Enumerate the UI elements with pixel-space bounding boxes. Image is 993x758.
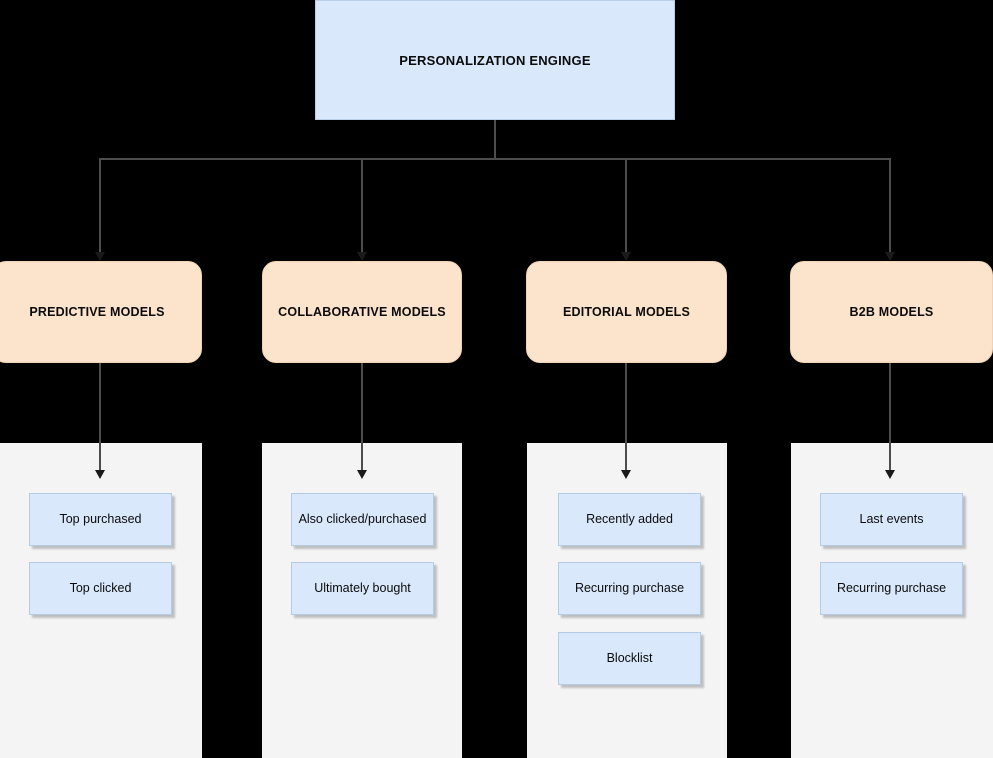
- item-box[interactable]: Top clicked: [29, 562, 172, 615]
- category-node-b2b-models[interactable]: B2B MODELS: [790, 261, 993, 363]
- arrowhead-category-3: [621, 252, 631, 261]
- arrowhead-panel-1: [95, 470, 105, 479]
- connector-category-1-to-items: [99, 363, 101, 473]
- connector-panel-1-arrow: [99, 443, 101, 473]
- arrowhead-panel-4: [885, 470, 895, 479]
- connector-panel-3-arrow: [625, 443, 627, 473]
- connector-engine-bus: [100, 158, 890, 160]
- item-box[interactable]: Ultimately bought: [291, 562, 434, 615]
- item-label: Last events: [859, 512, 924, 526]
- category-node-editorial-models[interactable]: EDITORIAL MODELS: [526, 261, 727, 363]
- item-box[interactable]: Last events: [820, 493, 963, 546]
- personalization-engine-node[interactable]: PERSONALIZATION ENGINGE: [315, 0, 675, 120]
- category-label-editorial-models: EDITORIAL MODELS: [562, 305, 691, 319]
- category-node-predictive-models[interactable]: PREDICTIVE MODELS: [0, 261, 202, 363]
- item-label: Blocklist: [606, 651, 653, 665]
- item-box[interactable]: Recently added: [558, 493, 701, 546]
- item-label: Recurring purchase: [574, 581, 685, 595]
- arrowhead-category-2: [357, 252, 367, 261]
- connector-panel-4-arrow: [889, 443, 891, 473]
- connector-category-3-to-items: [625, 363, 627, 473]
- item-label: Recurring purchase: [836, 581, 947, 595]
- item-label: Recently added: [586, 512, 673, 526]
- connector-engine-to-category-2: [361, 158, 363, 252]
- arrowhead-category-4: [885, 252, 895, 261]
- arrowhead-category-1: [95, 252, 105, 261]
- category-label-predictive-models: PREDICTIVE MODELS: [29, 305, 165, 319]
- category-label-b2b-models: B2B MODELS: [849, 305, 934, 319]
- item-label: Top clicked: [69, 581, 132, 595]
- connector-engine-to-category-3: [625, 158, 627, 252]
- item-label: Top purchased: [59, 512, 142, 526]
- item-box[interactable]: Top purchased: [29, 493, 172, 546]
- item-box[interactable]: Recurring purchase: [820, 562, 963, 615]
- connector-category-4-to-items: [889, 363, 891, 473]
- item-box[interactable]: Blocklist: [558, 632, 701, 685]
- arrowhead-panel-2: [357, 470, 367, 479]
- connector-engine-to-category-1: [99, 158, 101, 252]
- category-label-collaborative-models: COLLABORATIVE MODELS: [278, 305, 446, 319]
- item-box[interactable]: Also clicked/purchased: [291, 493, 434, 546]
- connector-engine-to-category-4: [889, 158, 891, 252]
- category-node-collaborative-models[interactable]: COLLABORATIVE MODELS: [262, 261, 462, 363]
- item-label: Also clicked/purchased: [298, 512, 427, 526]
- personalization-engine-label: PERSONALIZATION ENGINGE: [399, 52, 591, 68]
- connector-engine-trunk: [494, 120, 496, 160]
- connector-category-2-to-items: [361, 363, 363, 473]
- item-box[interactable]: Recurring purchase: [558, 562, 701, 615]
- connector-panel-2-arrow: [361, 443, 363, 473]
- item-label: Ultimately bought: [314, 581, 411, 595]
- arrowhead-panel-3: [621, 470, 631, 479]
